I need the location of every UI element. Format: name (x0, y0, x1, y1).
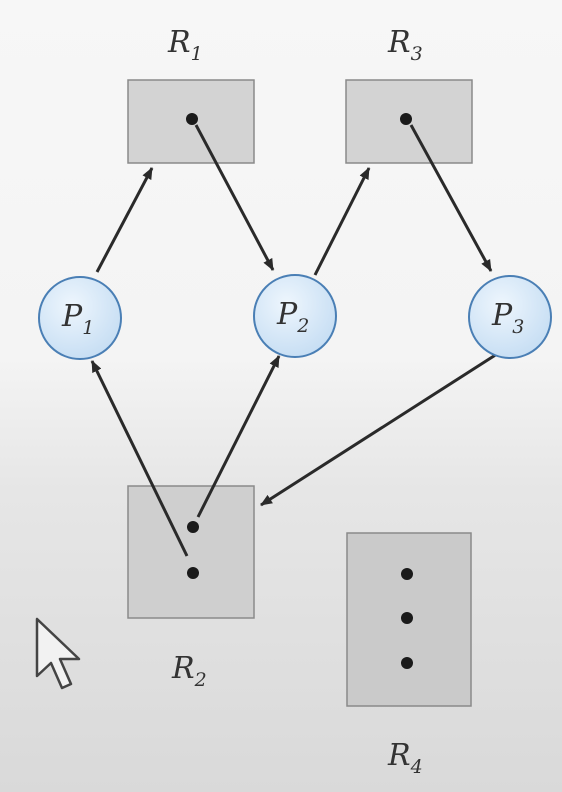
resource-r3-instance-dot (400, 113, 412, 125)
resource-r4: R4 (346, 532, 472, 778)
process-p3-circle (468, 275, 552, 359)
process-p1-circle (38, 276, 122, 360)
process-p1: P1 (38, 276, 122, 360)
resource-r2-box (127, 485, 255, 619)
edge-r1-to-p2 (194, 124, 275, 271)
resource-r4-instance-dot (401, 657, 413, 669)
process-p2-label: P2 (276, 297, 309, 337)
resource-r2-instance-dot (187, 567, 199, 579)
resource-r4-instance-dot (401, 612, 413, 624)
resource-r3-label: R3 (387, 25, 423, 65)
mouse-pointer-icon (35, 617, 81, 690)
edge-r2-to-p2 (196, 355, 281, 518)
process-p1-label: P1 (61, 299, 94, 339)
process-p3-label: P3 (491, 298, 524, 338)
resource-r2: R2 (127, 485, 255, 691)
process-p2: P2 (253, 274, 337, 358)
edge-p3-to-r2 (260, 352, 498, 507)
resource-r2-label: R2 (171, 651, 207, 691)
resource-r1: R1 (127, 25, 255, 164)
resource-r4-label: R4 (387, 738, 423, 778)
edge-r3-to-p3 (409, 124, 493, 272)
resource-r1-label: R1 (167, 25, 203, 65)
resource-r1-instance-dot (186, 113, 198, 125)
process-p2-circle (253, 274, 337, 358)
resource-r2-instance-dot (187, 521, 199, 533)
resource-r3: R3 (345, 25, 473, 164)
process-p3: P3 (468, 275, 552, 359)
edges (90, 124, 498, 557)
resource-r4-instance-dot (401, 568, 413, 580)
edge-r2-to-p1 (90, 360, 189, 557)
edge-p1-to-r1 (95, 167, 154, 273)
edge-p2-to-r3 (313, 167, 371, 276)
